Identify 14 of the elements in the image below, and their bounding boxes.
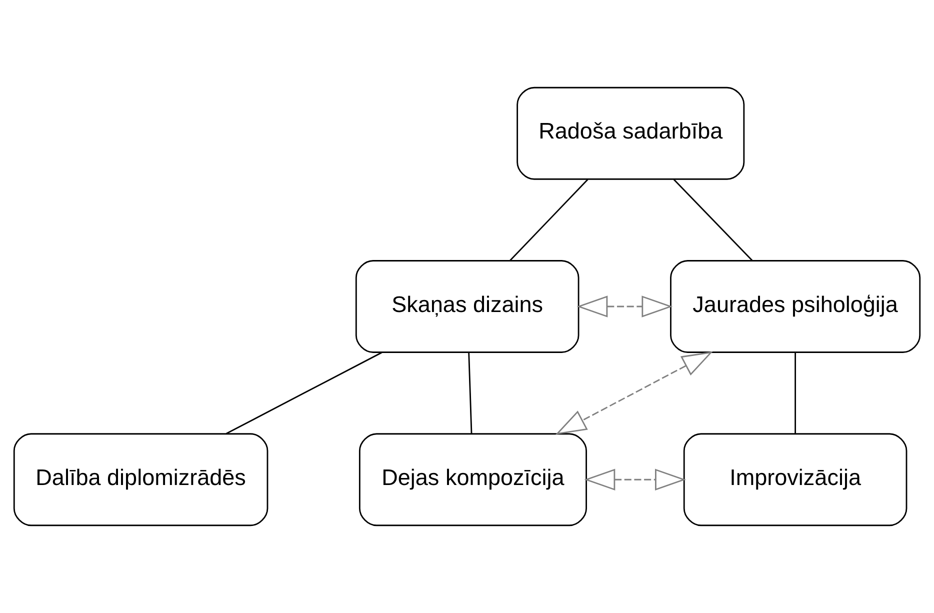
node-box: Jaurades psiholoģija (670, 260, 921, 353)
connector (794, 352, 796, 434)
node-box: Skaņas dizains (355, 260, 580, 353)
node-box: Radoša sadarbība (516, 86, 745, 180)
connector (226, 352, 382, 434)
connector (509, 179, 588, 262)
connector (673, 179, 753, 262)
node-box: Improvizācija (683, 433, 908, 526)
node-box: Dalība diplomizrādēs (13, 433, 268, 526)
arrow (555, 351, 713, 435)
connector (468, 352, 472, 434)
arrow (576, 296, 673, 318)
node-box: Dejas kompozīcija (358, 433, 587, 526)
arrow (584, 468, 686, 490)
